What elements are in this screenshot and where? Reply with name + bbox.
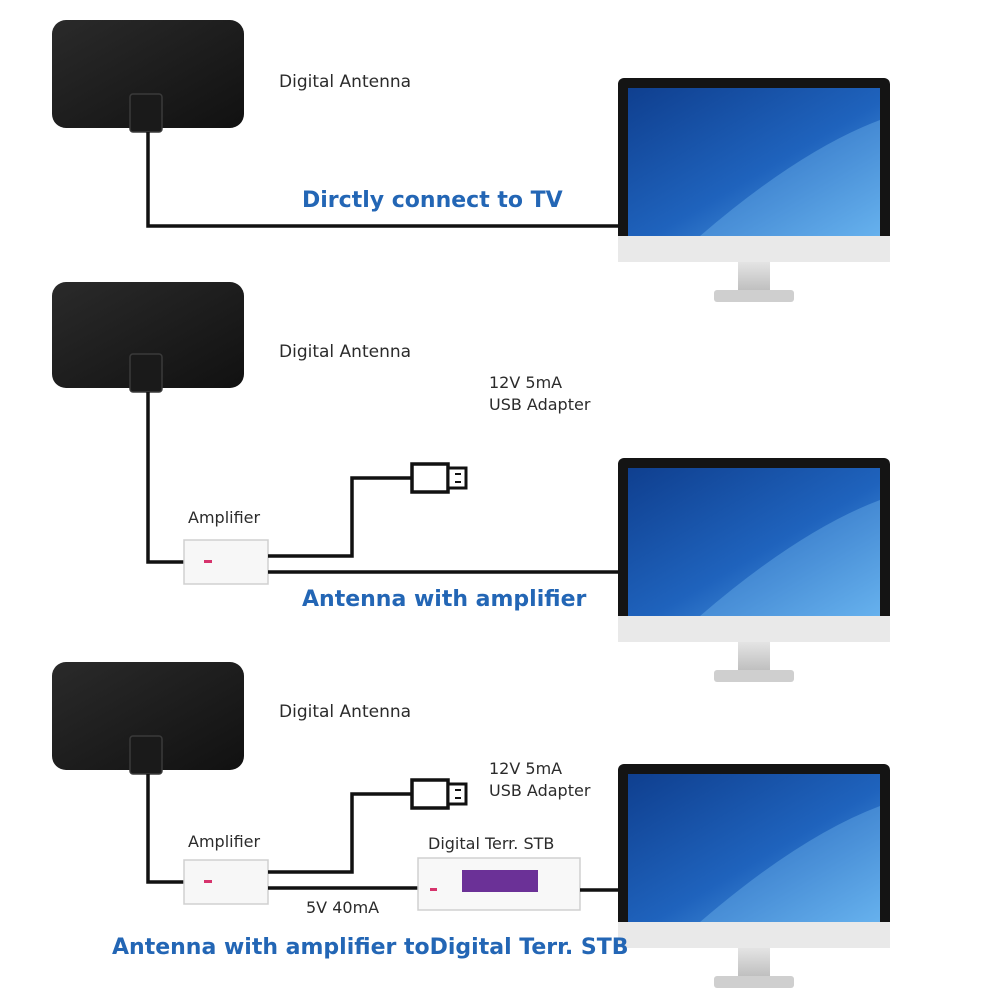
panel-3: [52, 662, 890, 988]
panel-caption: Dirctly connect to TV: [302, 188, 563, 213]
panel-2: [52, 282, 890, 682]
flat-antenna-icon: [52, 282, 244, 393]
adapter-spec: 12V 5mA: [489, 373, 563, 392]
panel-caption: Antenna with amplifier toDigital Terr. S…: [112, 935, 629, 960]
usb-plug-icon: [410, 778, 468, 810]
usb-cable: [268, 792, 412, 874]
flat-antenna-icon: [52, 20, 244, 133]
usb-adapter-label: 12V 5mA USB Adapter: [489, 372, 590, 416]
adapter-spec: 12V 5mA: [489, 759, 563, 778]
amplifier-label: Amplifier: [188, 832, 261, 851]
flat-antenna-icon: [52, 662, 244, 775]
antenna-label: Digital Antenna: [279, 72, 412, 92]
panel-1: [52, 20, 890, 302]
amplifier-box-icon: [183, 859, 269, 905]
monitor-icon: [618, 764, 890, 988]
monitor-icon: [618, 458, 890, 682]
adapter-name: USB Adapter: [489, 395, 591, 414]
usb-adapter-label: 12V 5mA USB Adapter: [489, 758, 590, 802]
coax-cable: [146, 392, 184, 564]
antenna-label: Digital Antenna: [279, 342, 412, 362]
antenna-label: Digital Antenna: [279, 702, 412, 722]
stb-label: Digital Terr. STB: [428, 834, 555, 853]
set-top-box-icon: [417, 857, 581, 911]
power-label: 5V 40mA: [306, 898, 380, 917]
amplifier-label: Amplifier: [188, 508, 261, 527]
panel-caption: Antenna with amplifier: [302, 587, 587, 612]
usb-plug-icon: [410, 462, 468, 494]
usb-cable: [268, 476, 412, 558]
coax-cable: [146, 774, 184, 884]
monitor-icon: [618, 78, 890, 302]
amplifier-box-icon: [183, 539, 269, 585]
coax-cable: [146, 132, 622, 228]
adapter-name: USB Adapter: [489, 781, 591, 800]
